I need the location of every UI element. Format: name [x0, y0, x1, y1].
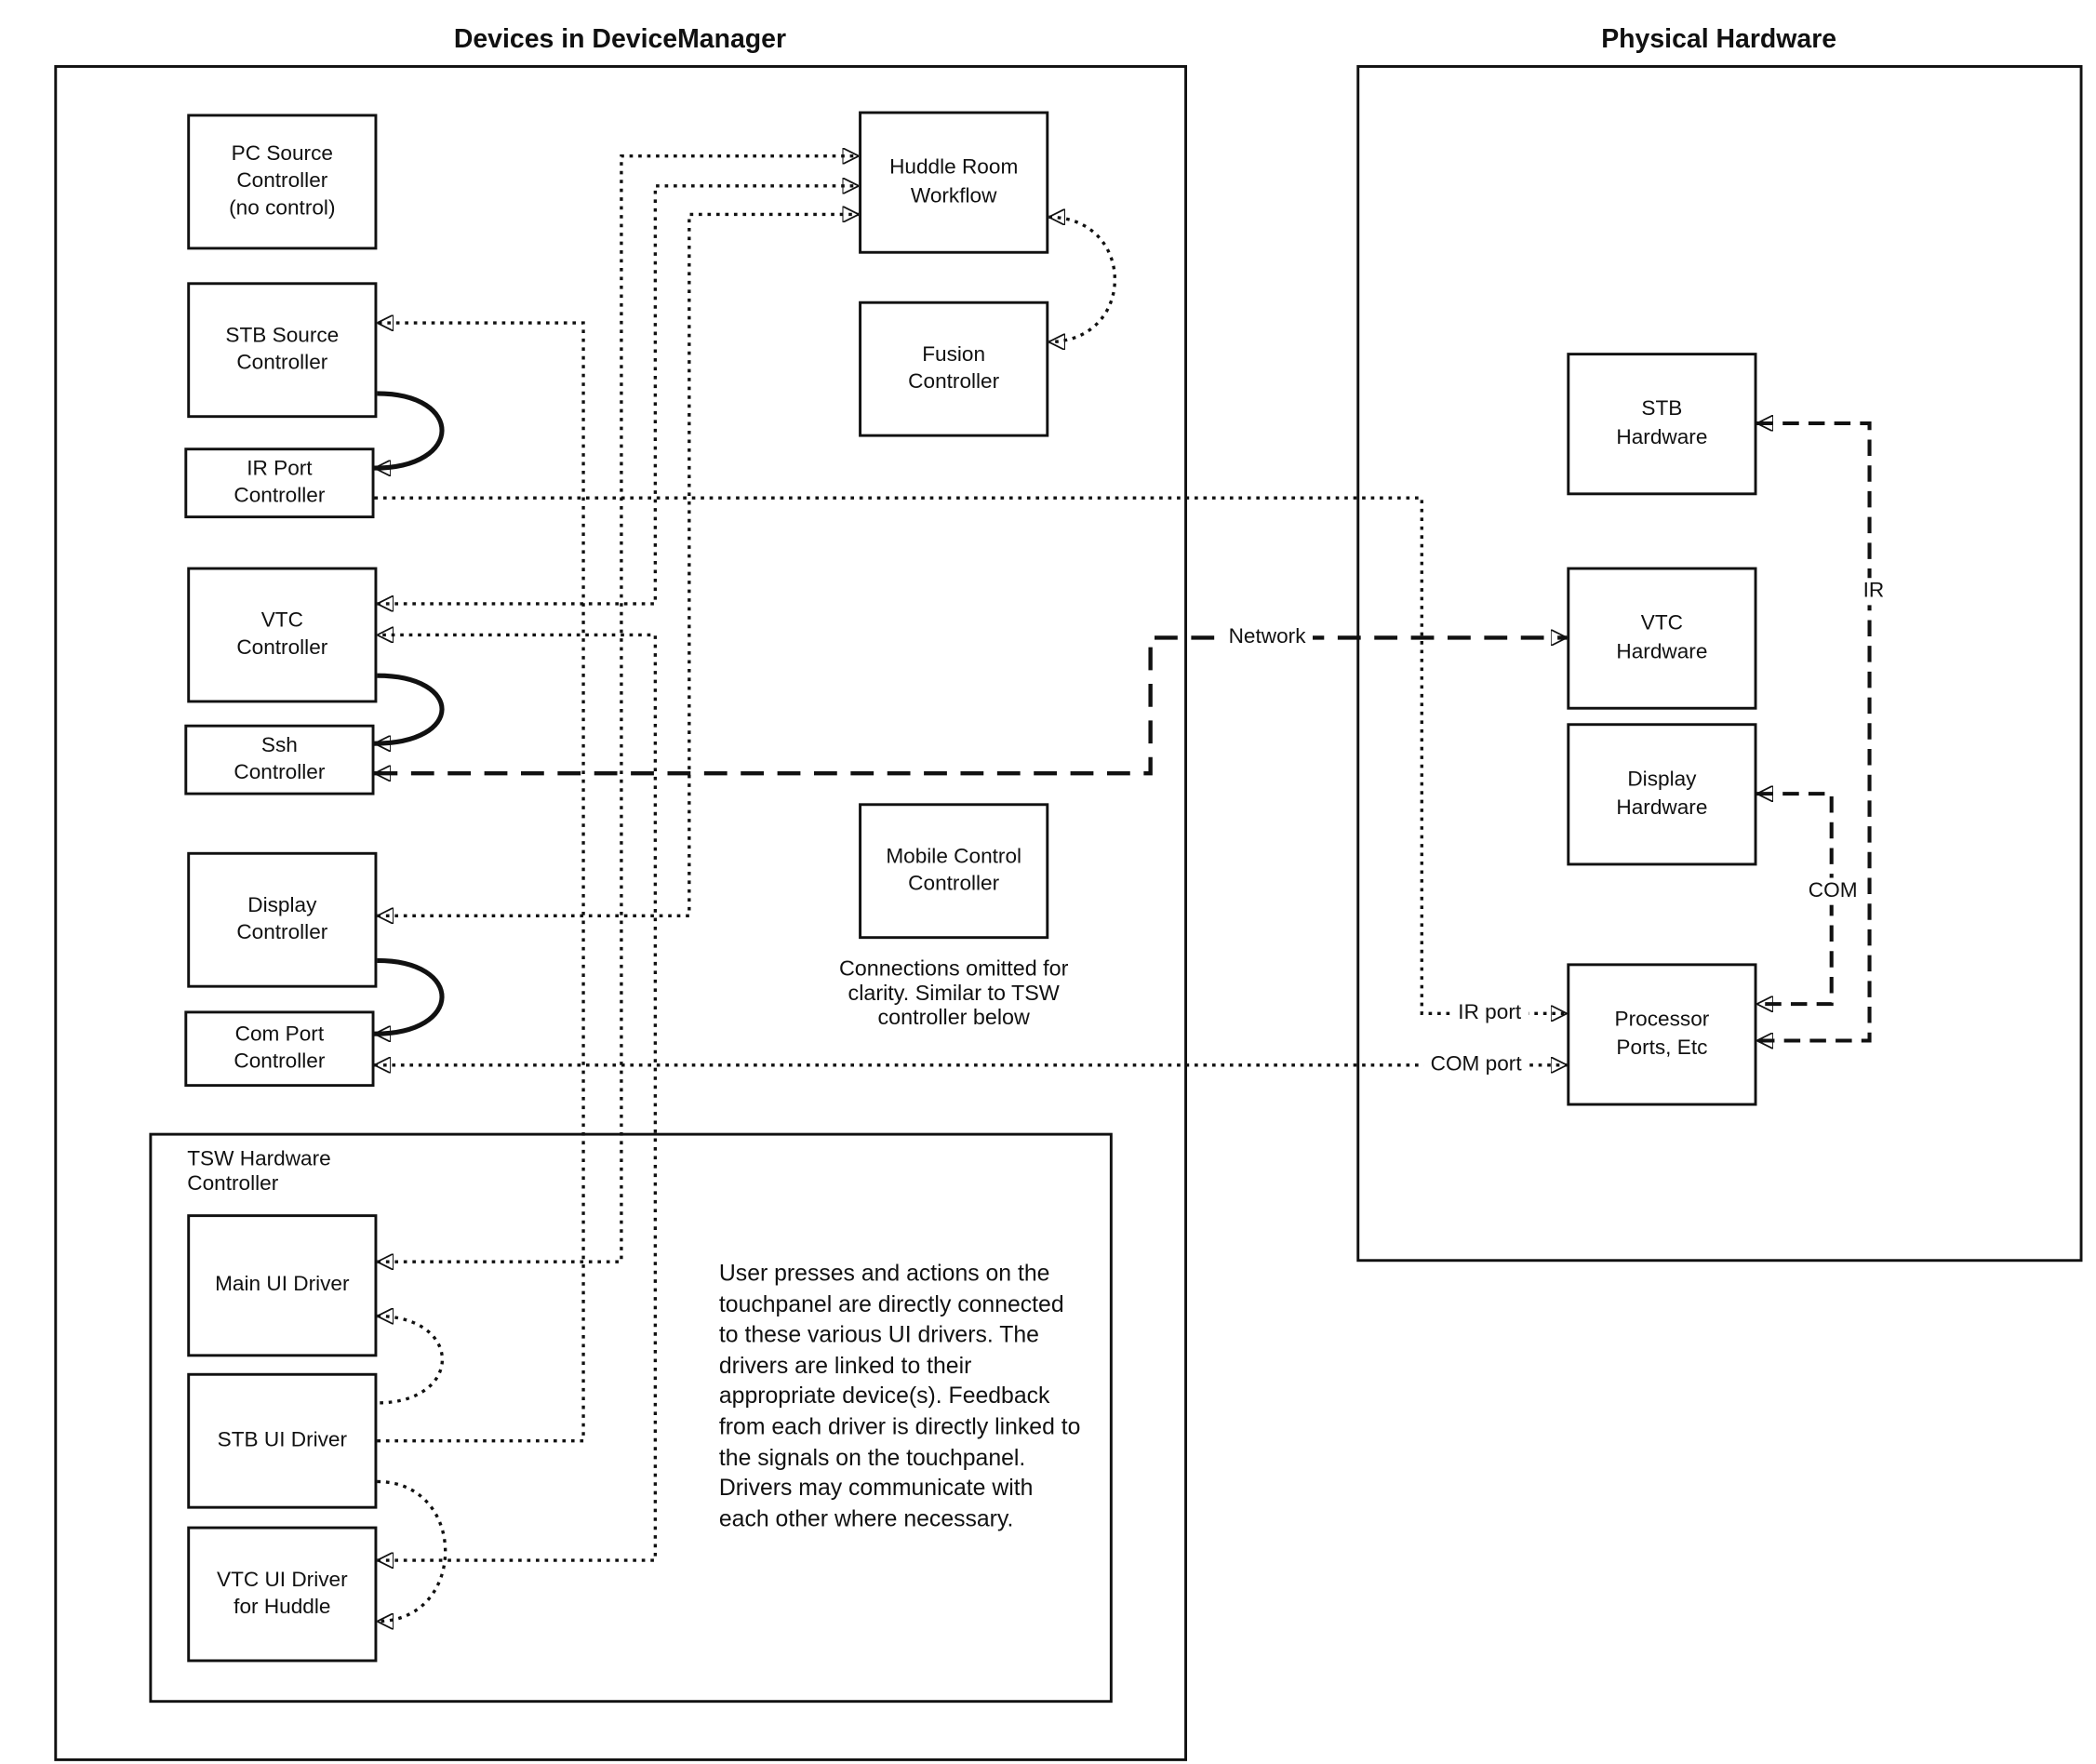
node-huddle-room-workflow: Huddle Room Workflow: [859, 111, 1049, 254]
node-fusion-controller: Fusion Controller: [859, 301, 1049, 437]
tsw-description-paragraph: User presses and actions on the touchpan…: [718, 1260, 1081, 1532]
devicemanager-title: Devices in DeviceManager: [453, 24, 787, 55]
node-stb-source-controller: STB Source Controller: [187, 282, 378, 419]
node-vtc-hardware: VTC Hardware: [1567, 567, 1757, 710]
com-label: COM: [1801, 877, 1864, 905]
com-port-label: COM port: [1423, 1051, 1529, 1079]
ir-port-label: IR port: [1451, 999, 1529, 1027]
network-label: Network: [1222, 623, 1313, 651]
tsw-hardware-controller-label: TSW Hardware Controller: [187, 1147, 331, 1196]
node-display-controller: Display Controller: [187, 851, 378, 988]
node-mobile-control-controller: Mobile Control Controller: [859, 803, 1049, 940]
mobile-control-note: Connections omitted for clarity. Similar…: [838, 957, 1069, 1030]
node-ssh-controller: Ssh Controller: [184, 724, 375, 795]
node-display-hardware: Display Hardware: [1567, 723, 1757, 866]
node-stb-ui-driver: STB UI Driver: [187, 1372, 378, 1509]
node-vtc-ui-driver: VTC UI Driver for Huddle: [187, 1526, 378, 1663]
node-pc-source-controller: PC Source Controller (no control): [187, 114, 378, 250]
node-com-port-controller: Com Port Controller: [184, 1010, 375, 1088]
node-stb-hardware: STB Hardware: [1567, 353, 1757, 496]
node-processor-ports: Processor Ports, Etc: [1567, 963, 1757, 1106]
node-vtc-controller: VTC Controller: [187, 567, 378, 703]
physical-hardware-title: Physical Hardware: [1601, 24, 1837, 55]
ir-label: IR: [1856, 578, 1891, 606]
node-ir-port-controller: IR Port Controller: [184, 448, 375, 519]
node-main-ui-driver: Main UI Driver: [187, 1214, 378, 1357]
